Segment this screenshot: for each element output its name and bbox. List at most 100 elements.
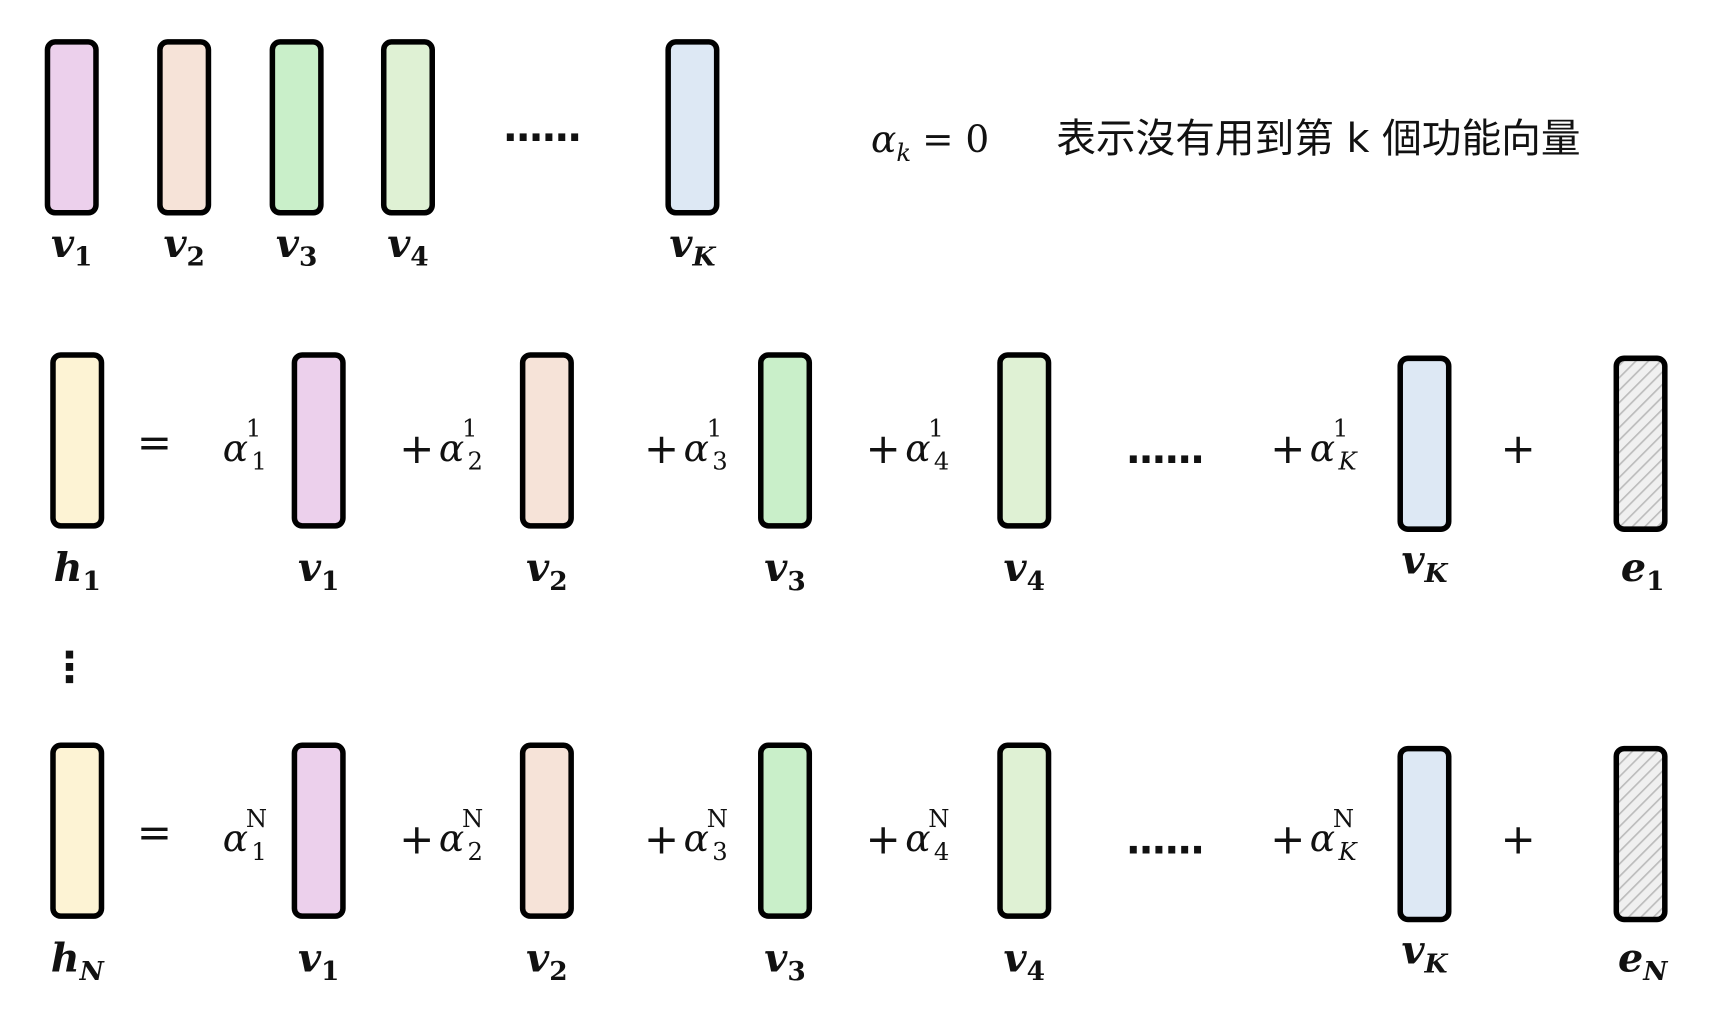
plus-sign: + <box>1501 424 1536 473</box>
plus-sign: + <box>866 814 901 863</box>
coefficient-subscript: 4 <box>934 447 949 476</box>
coefficient-subscript: K <box>1337 837 1358 866</box>
term-3: +α13 v3 <box>644 352 813 597</box>
coefficient-subscript: 1 <box>251 447 266 476</box>
h-label: hN <box>51 935 105 987</box>
vector-label: v4 <box>1004 935 1045 987</box>
plus-sign: + <box>644 424 679 473</box>
e-label-symbol: e <box>1621 545 1646 591</box>
vector-label: v2 <box>526 935 567 987</box>
vector-bar <box>1397 355 1452 532</box>
h-label: h1 <box>54 545 101 597</box>
vector-bar <box>291 352 346 529</box>
coefficient: αN <box>223 804 267 860</box>
equation-row-1: h1=α11v1+α12v2+α13v3+α14v4+α1KvK......+e… <box>50 352 1668 597</box>
e-label-symbol: e <box>1618 935 1643 981</box>
coefficient: αN <box>439 804 483 860</box>
equals-sign: = <box>137 808 172 857</box>
vector-bar <box>997 742 1052 919</box>
vector-label: v4 <box>387 221 428 273</box>
e-label-subscript: 1 <box>1646 566 1664 597</box>
vector-label: v4 <box>1004 545 1045 597</box>
coefficient: α1 <box>905 414 944 470</box>
vector-label: v1 <box>298 935 339 987</box>
vector-label: v3 <box>764 545 805 597</box>
vector-bar <box>291 742 346 919</box>
coefficient-subscript: K <box>1337 447 1358 476</box>
e-label-subscript: N <box>1642 956 1668 987</box>
vector-bar <box>665 39 720 216</box>
term-2: +αN2 v2 <box>399 742 574 987</box>
basis-vector-3: v3 <box>269 39 324 273</box>
coefficient: α1 <box>684 414 723 470</box>
plus-sign: + <box>1501 814 1536 863</box>
coefficient-subscript: 3 <box>712 837 727 866</box>
coefficient: αN <box>684 804 728 860</box>
coefficient: α1 <box>1310 414 1349 470</box>
ellipsis: ...... <box>1126 427 1203 473</box>
h-label-subscript: 1 <box>82 566 100 597</box>
basis-vector-1: v1 <box>44 39 99 273</box>
plus-sign: + <box>399 814 434 863</box>
coefficient-subscript: 2 <box>468 837 483 866</box>
vector-label: v1 <box>51 221 92 273</box>
vector-label: v1 <box>298 545 339 597</box>
ellipsis: ...... <box>1126 817 1203 863</box>
vector-label: vK <box>1401 928 1448 980</box>
coefficient-subscript: 3 <box>712 447 727 476</box>
note-text: 表示沒有用到第 k 個功能向量 <box>1056 116 1580 162</box>
plus-sign: + <box>1270 814 1305 863</box>
e-label: e1 <box>1621 545 1665 597</box>
vector-bar <box>44 39 99 216</box>
vector-bar <box>758 352 813 529</box>
basis-vector-4: v4 <box>380 39 435 273</box>
coefficient-subscript: 4 <box>934 837 949 866</box>
vector-bar <box>269 39 324 216</box>
basis-vector-5: vK <box>665 39 720 273</box>
coefficient: αN <box>905 804 949 860</box>
vector-bar <box>519 742 574 919</box>
term-1: α11 v1 <box>223 352 346 597</box>
h-label-subscript: N <box>79 956 105 987</box>
plus-sign: + <box>866 424 901 473</box>
h-label-symbol: h <box>54 545 83 591</box>
vector-bar <box>157 39 212 216</box>
vector-bar <box>1397 745 1452 923</box>
vector-bar <box>758 742 813 919</box>
coefficient: α1 <box>439 414 478 470</box>
coefficient: α1 <box>223 414 262 470</box>
vector-label: v3 <box>276 221 317 273</box>
error-vector-bar <box>1613 355 1668 532</box>
vertical-ellipsis: ⋮ <box>49 642 91 691</box>
term-4: +αN4 v4 <box>866 742 1052 987</box>
ellipsis: ...... <box>503 105 580 151</box>
plus-sign: + <box>1270 424 1305 473</box>
h-vector-bar <box>50 352 105 529</box>
coefficient-subscript: 2 <box>468 447 483 476</box>
term-3: +αN3 v3 <box>644 742 813 987</box>
plus-sign: + <box>644 814 679 863</box>
coefficient: αN <box>1310 804 1354 860</box>
equals-sign: = <box>137 417 172 466</box>
vector-label: vK <box>669 221 716 273</box>
vector-label: v2 <box>526 545 567 597</box>
e-label: eN <box>1618 935 1668 987</box>
vector-label: v3 <box>764 935 805 987</box>
vector-label: v2 <box>163 221 204 273</box>
h-label-symbol: h <box>51 935 80 981</box>
plus-sign: + <box>399 424 434 473</box>
vector-bar <box>519 352 574 529</box>
vector-label: vK <box>1401 537 1448 589</box>
term-4: +α14 v4 <box>866 352 1052 597</box>
h-vector-bar <box>50 742 105 919</box>
basis-vector-2: v2 <box>157 39 212 273</box>
alpha-zero-note: αk= 0 <box>871 117 989 167</box>
term-2: +α12 v2 <box>399 352 574 597</box>
error-vector-bar <box>1613 745 1668 923</box>
vector-bar <box>997 352 1052 529</box>
